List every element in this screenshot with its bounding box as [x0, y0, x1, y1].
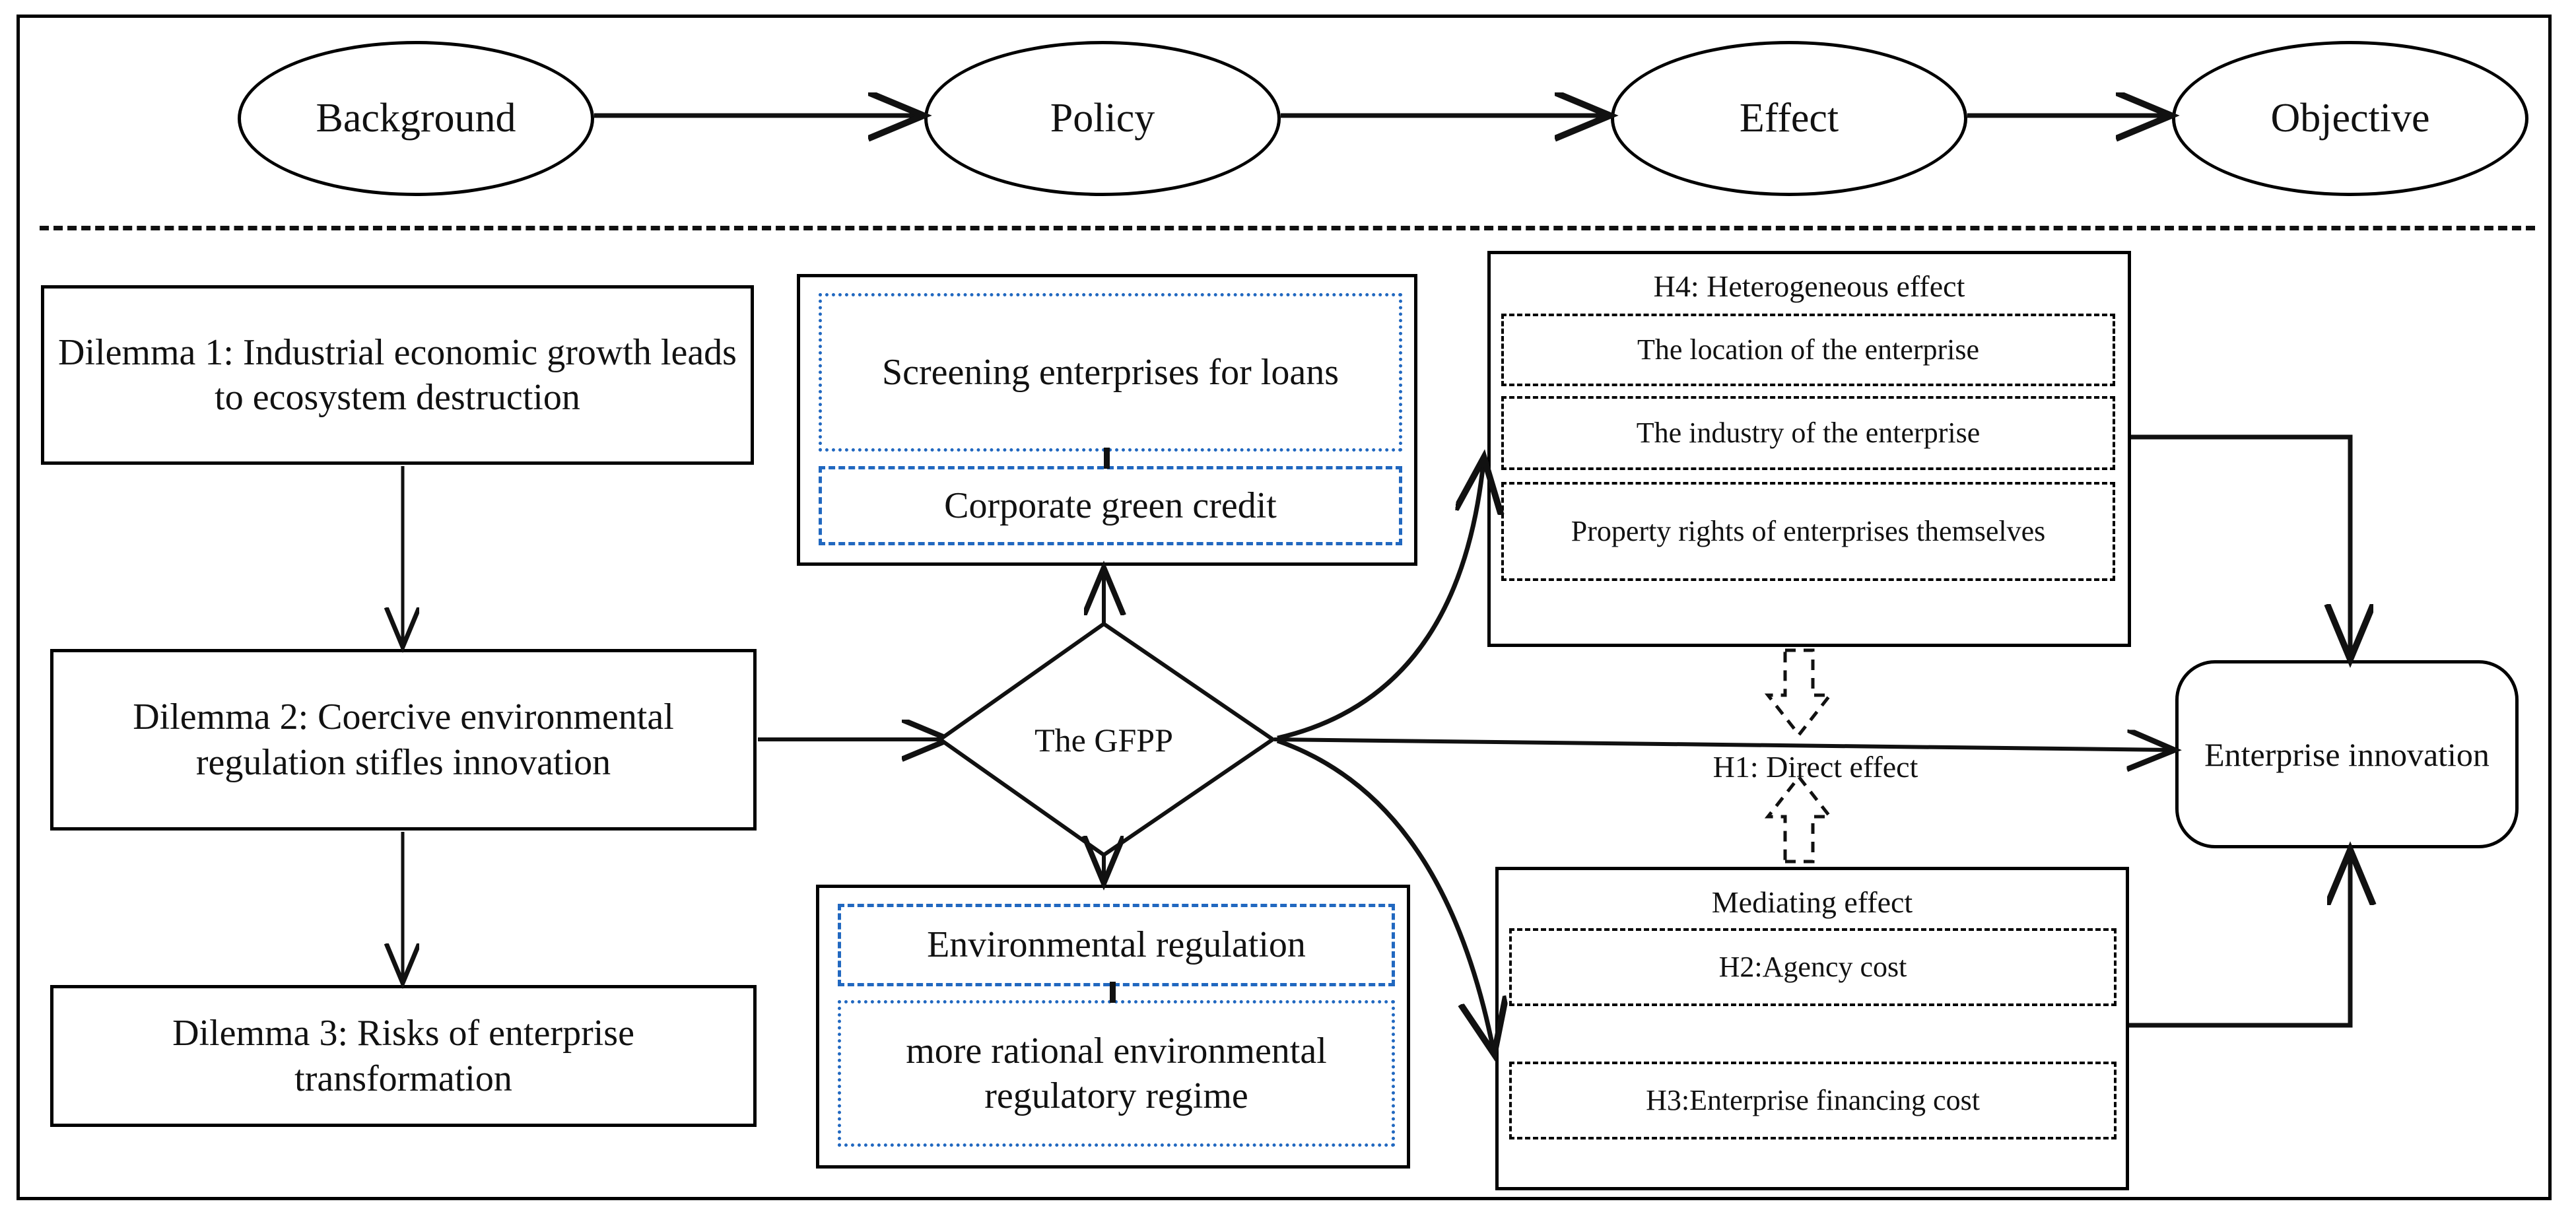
direct-effect-label: H1: Direct effect [1712, 750, 1918, 784]
flow-node-background-label: Background [316, 96, 516, 141]
heterogeneous-item-industry-label: The industry of the enterprise [1636, 416, 1981, 449]
dilemma-1-box[interactable]: Dilemma 1: Industrial economic growth le… [41, 285, 754, 465]
flow-node-policy-label: Policy [1050, 96, 1155, 141]
policy-instrument-panel-top: Screening enterprises for loans Corporat… [797, 274, 1417, 566]
mediating-effect-title: Mediating effect [1711, 885, 1913, 919]
screening-enterprises-label: Screening enterprises for loans [882, 351, 1339, 393]
flow-node-policy[interactable]: Policy [924, 41, 1281, 196]
outer-frame [17, 15, 2552, 1200]
dilemma-2-box[interactable]: Dilemma 2: Coercive environmental regula… [50, 649, 757, 831]
environmental-regulation-box[interactable]: Environmental regulation [838, 904, 1395, 986]
dilemma-3-label: Dilemma 3: Risks of enterprise transform… [172, 1013, 634, 1099]
rational-regime-label: more rational environmental regulatory r… [906, 1030, 1327, 1116]
panel-connector-tick-bottom [1110, 982, 1116, 1003]
gfpp-label[interactable]: The GFPP [1034, 722, 1173, 759]
corporate-green-credit-label: Corporate green credit [944, 485, 1277, 526]
heterogeneous-effect-title: H4: Heterogeneous effect [1653, 269, 1965, 303]
dilemma-3-box[interactable]: Dilemma 3: Risks of enterprise transform… [50, 985, 757, 1127]
dilemma-1-label: Dilemma 1: Industrial economic growth le… [58, 331, 737, 418]
flow-node-effect-label: Effect [1739, 96, 1839, 141]
flow-node-objective[interactable]: Objective [2172, 41, 2528, 196]
heterogeneous-item-location[interactable]: The location of the enterprise [1501, 314, 2115, 386]
heterogeneous-item-industry[interactable]: The industry of the enterprise [1501, 396, 2115, 470]
flow-node-objective-label: Objective [2270, 96, 2430, 141]
screening-enterprises-box[interactable]: Screening enterprises for loans [819, 293, 1402, 452]
mediating-item-financing-cost-label: H3:Enterprise financing cost [1646, 1083, 1980, 1116]
mediating-item-agency-cost[interactable]: H2:Agency cost [1509, 928, 2117, 1006]
corporate-green-credit-box[interactable]: Corporate green credit [819, 466, 1402, 545]
heterogeneous-effect-panel: H4: Heterogeneous effect The location of… [1487, 251, 2131, 647]
enterprise-innovation-label: Enterprise innovation [2204, 735, 2490, 773]
heterogeneous-item-property-rights-label: Property rights of enterprises themselve… [1571, 514, 2046, 547]
mediating-item-financing-cost[interactable]: H3:Enterprise financing cost [1509, 1062, 2117, 1139]
panel-connector-tick [1104, 448, 1110, 469]
rational-regime-box[interactable]: more rational environmental regulatory r… [838, 1000, 1395, 1147]
enterprise-innovation-box[interactable]: Enterprise innovation [2175, 660, 2519, 848]
mediating-effect-panel: Mediating effect H2:Agency cost H3:Enter… [1495, 867, 2129, 1190]
policy-instrument-panel-bottom: Environmental regulation more rational e… [816, 885, 1410, 1169]
mediating-item-agency-cost-label: H2:Agency cost [1718, 950, 1907, 983]
environmental-regulation-label: Environmental regulation [927, 924, 1306, 966]
flow-node-background[interactable]: Background [238, 41, 594, 196]
heterogeneous-item-location-label: The location of the enterprise [1637, 333, 1979, 366]
dilemma-2-label: Dilemma 2: Coercive environmental regula… [133, 696, 674, 783]
section-divider-dashed [40, 226, 2535, 230]
heterogeneous-item-property-rights[interactable]: Property rights of enterprises themselve… [1501, 482, 2115, 581]
flow-node-effect[interactable]: Effect [1611, 41, 1967, 196]
